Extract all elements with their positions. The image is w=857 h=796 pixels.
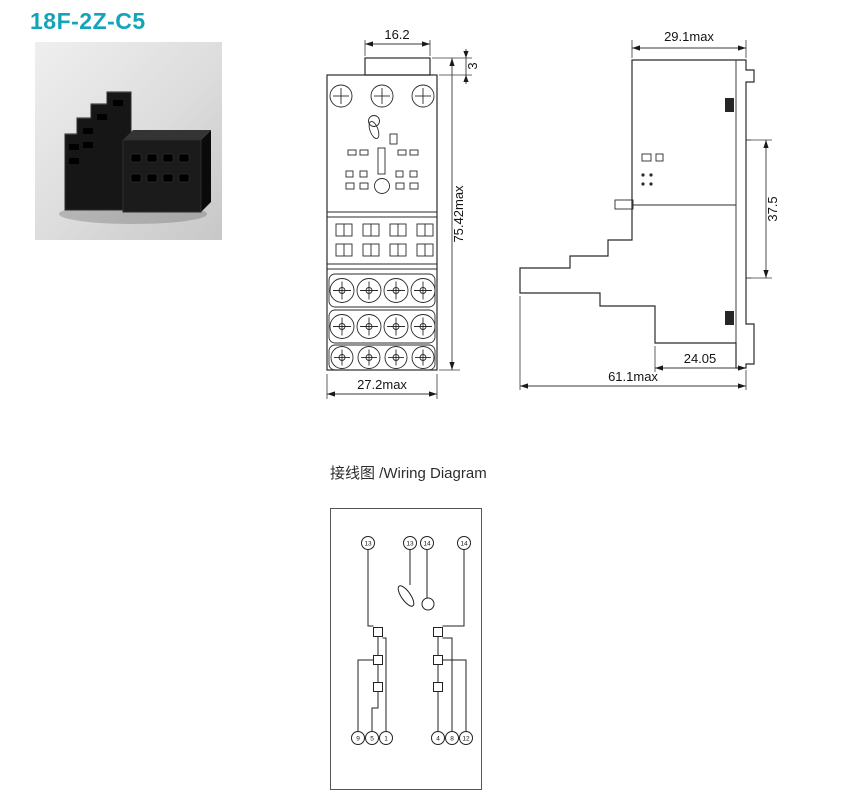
socket-pin-slots	[130, 153, 190, 183]
terminal-label: 8	[450, 736, 454, 743]
dim-label-side-top-width: 29.1max	[664, 29, 714, 44]
front-top-tab	[364, 57, 431, 76]
terminal-label: 5	[370, 736, 374, 743]
side-profile-outline	[519, 59, 755, 369]
front-terminal-bands	[328, 273, 436, 371]
terminal-label: 13	[406, 541, 414, 548]
coil-circle-symbol	[421, 597, 435, 611]
side-terminal-pin	[614, 199, 634, 210]
wiring-diagram-heading: 接线图 /Wiring Diagram	[330, 465, 487, 482]
dimension-bottom-width: 27.2max	[326, 374, 438, 399]
front-division-lines	[327, 211, 437, 270]
side-detail-features	[641, 98, 751, 325]
terminal-label: 13	[364, 541, 372, 548]
terminal-label: 12	[462, 736, 470, 743]
dimension-lower-width: 24.05	[654, 346, 747, 390]
front-middle-slots	[335, 223, 434, 257]
dim-label-top-width: 16.2	[384, 28, 409, 42]
terminal-screw-row-3	[330, 346, 435, 369]
product-code-title: 18F-2Z-C5	[30, 8, 146, 34]
wiring-diagram: 13 13 14 14 9 5 1 4 8 12	[330, 508, 482, 790]
dimension-side-top-width: 29.1max	[631, 29, 747, 58]
socket-rear-block	[64, 91, 132, 211]
terminal-screw-row-1	[329, 278, 436, 303]
dimension-rail-height: 37.5	[750, 139, 780, 279]
top-terminals: 13 13 14 14	[361, 536, 471, 550]
terminal-label: 14	[460, 541, 468, 548]
contact-squares	[373, 627, 443, 692]
dim-label-rail-height: 37.5	[765, 196, 780, 221]
dimension-top-width: 16.2	[364, 28, 431, 56]
dim-label-lower-width: 24.05	[684, 351, 717, 366]
terminal-label: 14	[423, 541, 431, 548]
dim-label-tab-height: 3	[465, 62, 480, 69]
terminal-label: 4	[436, 736, 440, 743]
dimension-tab-height: 3	[432, 49, 480, 84]
front-view-drawing: 16.2 3 75.42max 27.2max	[326, 28, 480, 399]
coil-slot-symbol	[397, 585, 415, 607]
wiring-connection-lines	[357, 549, 467, 732]
terminal-screw-row-2	[329, 314, 436, 339]
dim-label-bottom-width: 27.2max	[357, 377, 407, 392]
wiring-box-border	[330, 508, 482, 790]
front-top-screws	[329, 84, 435, 108]
bottom-terminals: 9 5 1 4 8 12	[351, 731, 473, 745]
dimension-total-depth: 61.1max	[519, 296, 746, 390]
dimension-total-height: 75.42max	[439, 58, 466, 371]
product-photo	[35, 42, 222, 240]
product-photo-art	[59, 91, 211, 224]
front-keyhole-area	[345, 115, 419, 194]
socket-front-side-face	[201, 130, 211, 212]
terminal-label: 9	[356, 736, 360, 743]
socket-front-top-face	[123, 130, 211, 140]
step-highlights	[65, 91, 131, 135]
side-view-drawing: 29.1max 37.5 24.05 61.1max	[519, 29, 780, 390]
dim-label-total-height: 75.42max	[451, 185, 466, 243]
terminal-label: 1	[384, 736, 388, 743]
dim-label-total-depth: 61.1max	[608, 369, 658, 384]
